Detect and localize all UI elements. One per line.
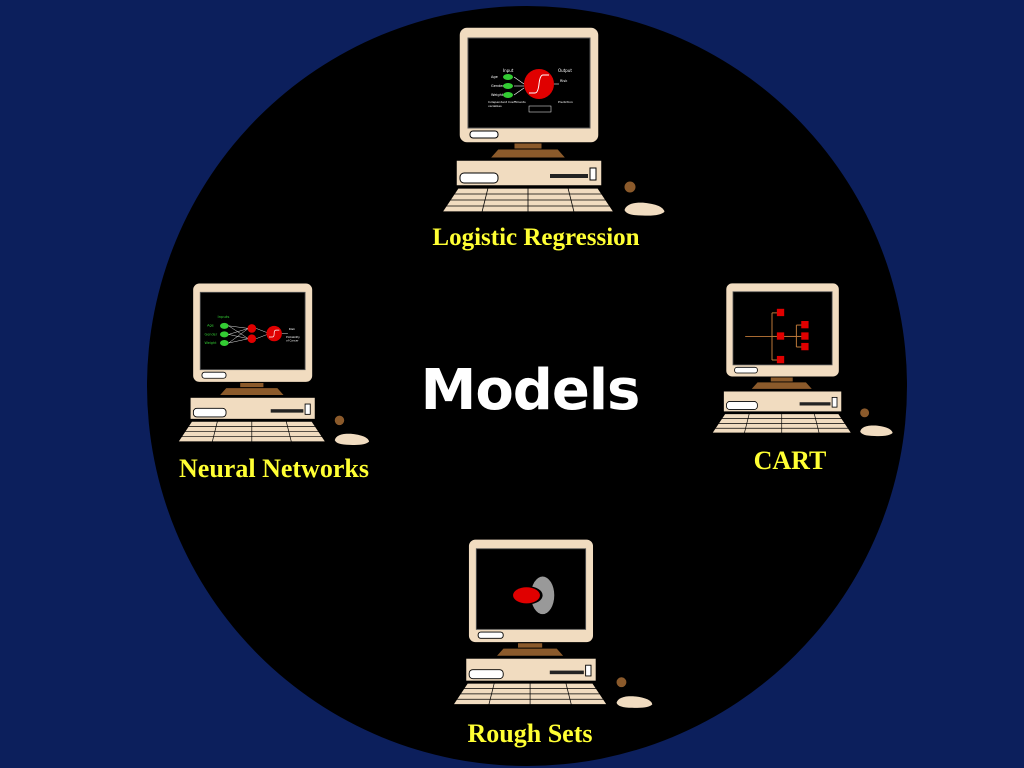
keyboard-icon	[176, 420, 327, 443]
label-neural-networks: Neural Networks	[179, 454, 369, 483]
computer-logistic-regression: Input Output Age Gender Weight Risk Inde…	[428, 26, 668, 218]
lr-variables-label: variables	[488, 104, 502, 108]
nn-probability-label: Probability	[286, 335, 300, 339]
nn-gender-label: Gender	[205, 332, 218, 336]
nn-age-label: Age	[207, 324, 214, 328]
lr-coefficients-label: Coefficients	[508, 100, 526, 104]
computer-icon	[452, 538, 654, 709]
nn-risk-label: Risk	[289, 327, 295, 331]
cart-tree-icon	[745, 308, 809, 364]
lr-risk-label: Risk	[560, 79, 568, 83]
slide-title: Models	[420, 358, 641, 423]
keyboard-icon	[440, 187, 616, 213]
mouse-icon	[623, 180, 666, 217]
computer-icon: Inputs Age Gender Weight Risk Probabilit…	[176, 282, 370, 446]
computer-cart	[700, 282, 896, 438]
lr-gender-label: Gender	[491, 84, 504, 88]
lr-input-label: Input	[503, 68, 514, 73]
nn-of-cancer-label: of Cancer	[286, 338, 299, 342]
keyboard-icon	[710, 413, 853, 434]
lr-age-label: Age	[491, 75, 498, 79]
rough-sets-icon	[513, 576, 555, 615]
computer-rough-sets	[440, 538, 656, 710]
lr-input-node	[503, 74, 513, 80]
lr-input-node	[503, 83, 513, 89]
label-cart: CART	[753, 446, 827, 475]
mouse-icon	[333, 414, 370, 446]
mouse-icon	[859, 407, 894, 437]
label-logistic-regression: Logistic Regression	[432, 224, 640, 251]
label-rough-sets: Rough Sets	[467, 719, 593, 748]
lr-prediction-label: Prediction	[558, 100, 573, 104]
nn-inputs-label: Inputs	[217, 314, 229, 319]
nn-weight-label: Weight	[205, 341, 218, 345]
lr-independent-label: Independent	[488, 100, 508, 104]
keyboard-icon	[452, 682, 609, 706]
computer-neural-networks: Inputs Age Gender Weight Risk Probabilit…	[164, 282, 374, 447]
computer-icon	[710, 282, 894, 437]
lr-weight-label: Weight	[491, 93, 504, 97]
computer-icon: Input Output Age Gender Weight Risk Inde…	[440, 26, 666, 217]
lr-output-label: Output	[558, 68, 572, 73]
lr-input-node	[503, 92, 513, 98]
mouse-icon	[615, 676, 654, 709]
